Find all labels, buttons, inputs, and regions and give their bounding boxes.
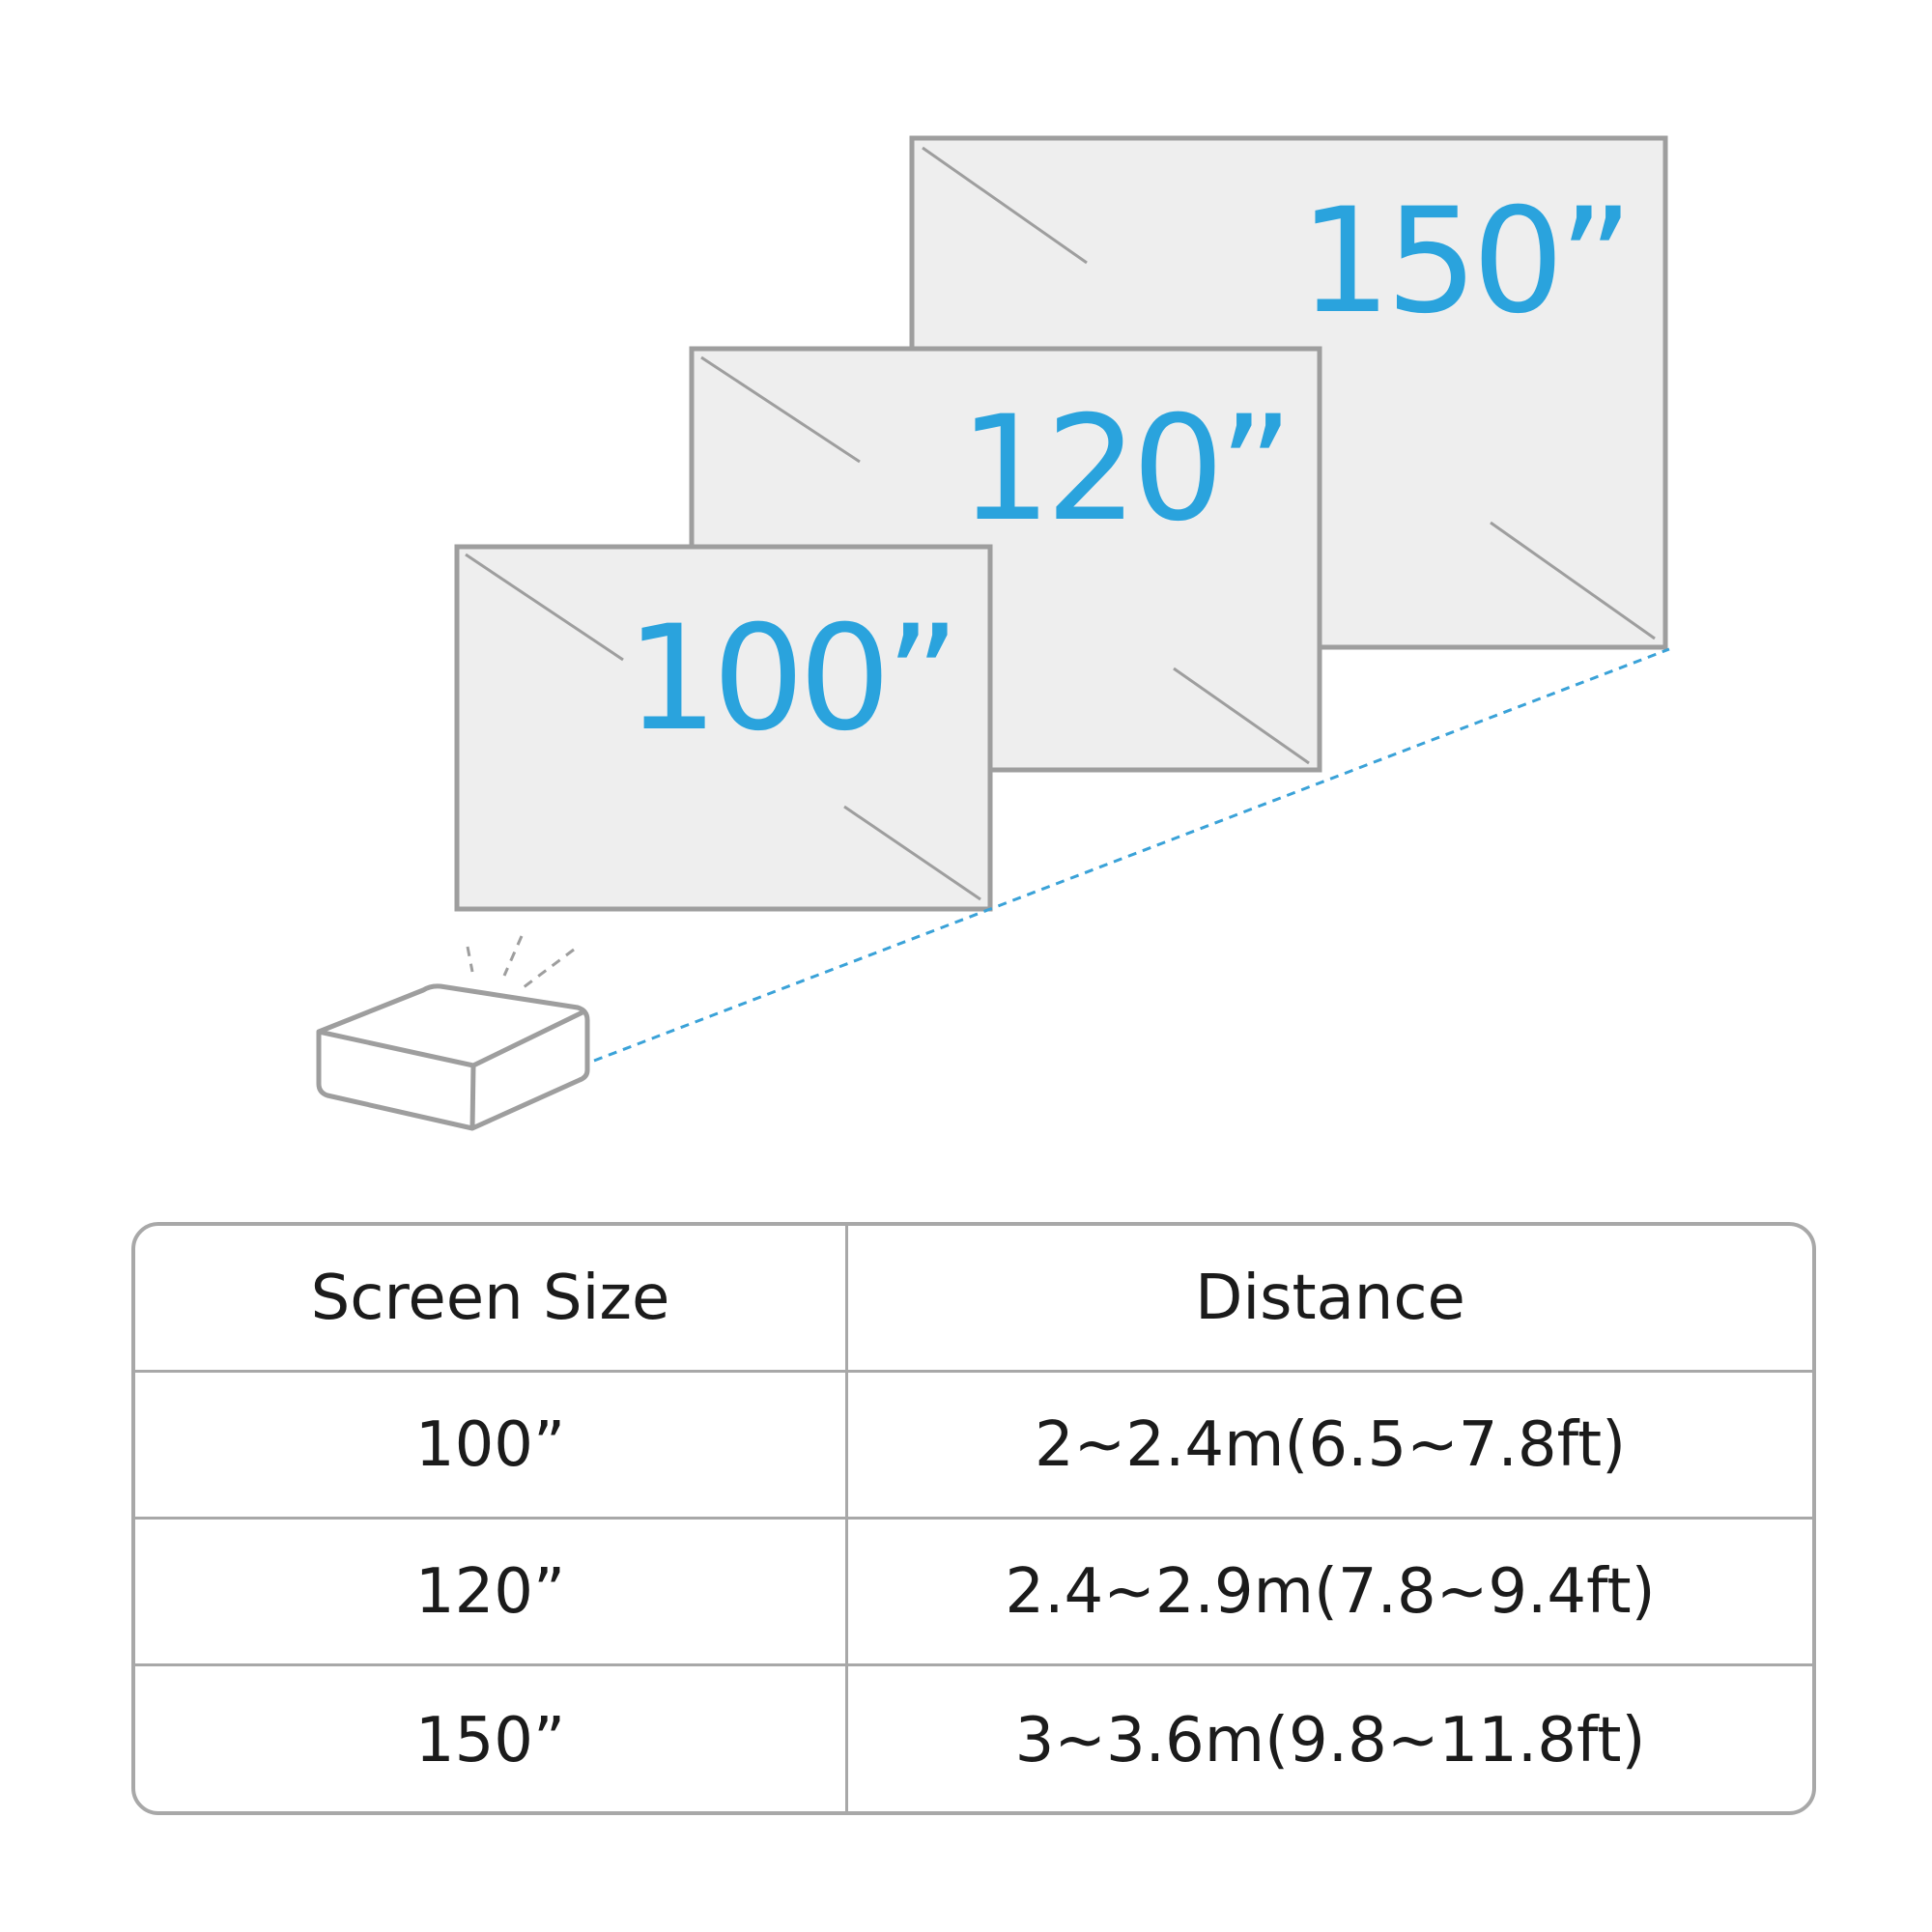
projector-icon — [316, 983, 590, 1131]
header-distance: Distance — [1195, 1262, 1465, 1334]
distance-cell: 3~3.6m(9.8~11.8ft) — [1014, 1704, 1646, 1776]
distance-cell: 2~2.4m(6.5~7.8ft) — [1034, 1408, 1627, 1481]
header-screen-size: Screen Size — [135, 1226, 848, 1370]
screen-100-label: 100” — [626, 595, 954, 763]
projection-line — [593, 647, 1670, 1063]
table-header-row: Screen Size Distance — [135, 1226, 1812, 1373]
screen-size-cell: 100” — [135, 1373, 848, 1517]
screen-size-cell: 120” — [135, 1520, 848, 1663]
table-row: 100” 2~2.4m(6.5~7.8ft) — [135, 1373, 1812, 1520]
distance-cell: 2.4~2.9m(7.8~9.4ft) — [1005, 1555, 1656, 1628]
throw-distance-table: Screen Size Distance 100” 2~2.4m(6.5~7.8… — [131, 1222, 1816, 1815]
table-row: 150” 3~3.6m(9.8~11.8ft) — [135, 1666, 1812, 1811]
screen-100: 100” — [454, 544, 993, 912]
screen-size-cell: 150” — [135, 1666, 848, 1811]
light-rays-icon — [466, 935, 575, 989]
screen-120-label: 120” — [959, 385, 1288, 554]
screen-150-label: 150” — [1299, 178, 1628, 346]
table-row: 120” 2.4~2.9m(7.8~9.4ft) — [135, 1520, 1812, 1666]
